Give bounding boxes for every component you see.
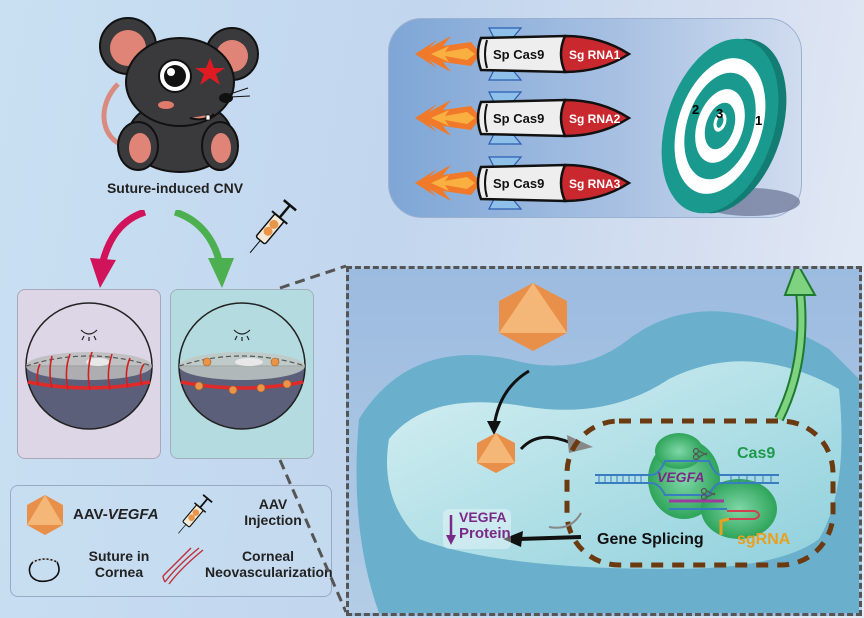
untreated-arrow-head xyxy=(90,258,116,288)
vegfa-gene-label: VEGFA xyxy=(657,469,705,485)
rocket-warhead xyxy=(559,98,632,138)
aav-capsid-icon xyxy=(25,494,65,536)
rocket: Sp Cas9 Sg RNA1 xyxy=(415,26,655,82)
suture-loop-icon xyxy=(27,554,63,584)
cell-illustration xyxy=(356,269,859,613)
syringe-icon xyxy=(240,196,300,262)
target-dartboard: 1 2 3 xyxy=(650,30,800,220)
untreated-arrow xyxy=(98,210,147,266)
rocket-body xyxy=(476,98,567,138)
rocket-body xyxy=(476,34,567,74)
sgrna-label: sgRNA xyxy=(737,531,791,548)
cas9-label: Cas9 xyxy=(737,445,776,462)
nucleus-boundary xyxy=(564,418,836,568)
syringe-icon xyxy=(171,490,215,542)
legend-aav-label: AAV-VEGFA xyxy=(73,506,159,523)
rocket-warhead-label: Sg RNA1 xyxy=(569,48,621,62)
neovessels xyxy=(36,351,145,391)
treated-eye-panel xyxy=(170,289,314,459)
rocket-body xyxy=(476,163,567,203)
mouse-tail xyxy=(101,82,122,147)
vegfa-protein-label: VEGFA Protein xyxy=(459,509,511,543)
rocket-flame xyxy=(415,36,481,72)
rocket-warhead xyxy=(559,34,632,74)
treatment-arrows xyxy=(80,210,260,290)
rocket: Sp Cas9 Sg RNA3 xyxy=(415,155,655,211)
output-arrow-head xyxy=(503,531,523,547)
treated-arrow-head xyxy=(208,258,234,288)
target-ring-2: 2 xyxy=(692,102,699,117)
injured-eye-star xyxy=(195,58,225,85)
rocket-flame xyxy=(415,100,481,136)
aav-particles xyxy=(194,357,292,395)
aav-capsid-inside xyxy=(477,433,515,473)
untreated-eye-panel xyxy=(17,289,161,459)
entry-arrow xyxy=(492,369,530,428)
mouse-illustration xyxy=(80,14,260,174)
rocket-warhead-label: Sg RNA2 xyxy=(569,112,621,126)
target-ring-1: 1 xyxy=(755,113,762,128)
gene-splicing-label: Gene Splicing xyxy=(597,531,704,548)
rocket-warhead xyxy=(559,163,632,203)
aav-capsid-outside xyxy=(499,283,567,351)
mouse-caption: Suture-induced CNV xyxy=(106,180,244,196)
rocket-payload-label: Sp Cas9 xyxy=(493,47,544,62)
target-ring-3: 3 xyxy=(716,106,723,121)
outcome-arrow xyxy=(776,282,805,421)
cell-zoom-frame: Cas9 VEGFA sgRNA Gene Splicing VEGFA Pro… xyxy=(346,266,862,616)
rocket-flame xyxy=(415,165,481,201)
scissors-icon xyxy=(692,447,716,501)
rocket-warhead-label: Sg RNA3 xyxy=(569,177,621,191)
rocket-payload-label: Sp Cas9 xyxy=(493,176,544,191)
rocket-payload-label: Sp Cas9 xyxy=(493,111,544,126)
vessels-icon xyxy=(161,546,205,586)
dna-strand xyxy=(595,460,779,496)
rocket: Sp Cas9 Sg RNA2 xyxy=(415,90,655,146)
suture-icon xyxy=(80,329,98,341)
